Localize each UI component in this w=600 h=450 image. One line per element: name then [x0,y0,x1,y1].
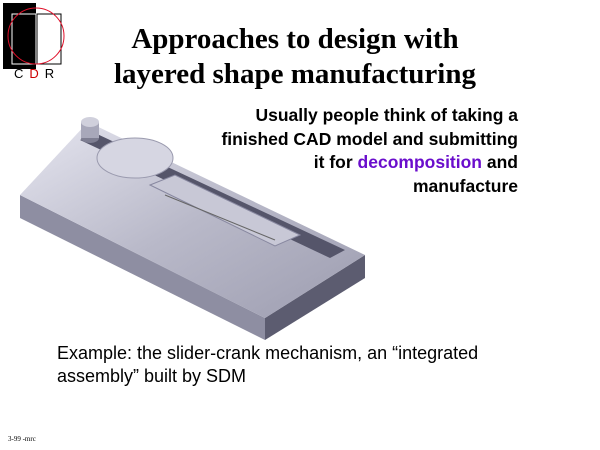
logo-letter-r: R [44,66,61,81]
note-part-2: and manufacture [412,152,518,196]
logo-letter-d: D [29,66,45,81]
cad-model-image [20,117,365,340]
cdr-logo: CDR [0,0,80,85]
note-part-1: Usually people think of taking a finishe… [221,105,518,172]
note-text: Usually people think of taking a finishe… [218,104,518,198]
note-highlight: decomposition [357,152,482,172]
cdr-logo-graphic [3,3,65,69]
logo-letters: CDR [14,66,60,81]
slide-title: Approaches to design with layered shape … [80,22,510,92]
title-line-1: Approaches to design with [131,23,459,55]
title-line-2: layered shape manufacturing [114,58,476,90]
footer-label: 3-99 -mrc [8,435,36,443]
logo-letter-c: C [14,66,30,81]
example-caption: Example: the slider-crank mechanism, an … [57,343,479,386]
